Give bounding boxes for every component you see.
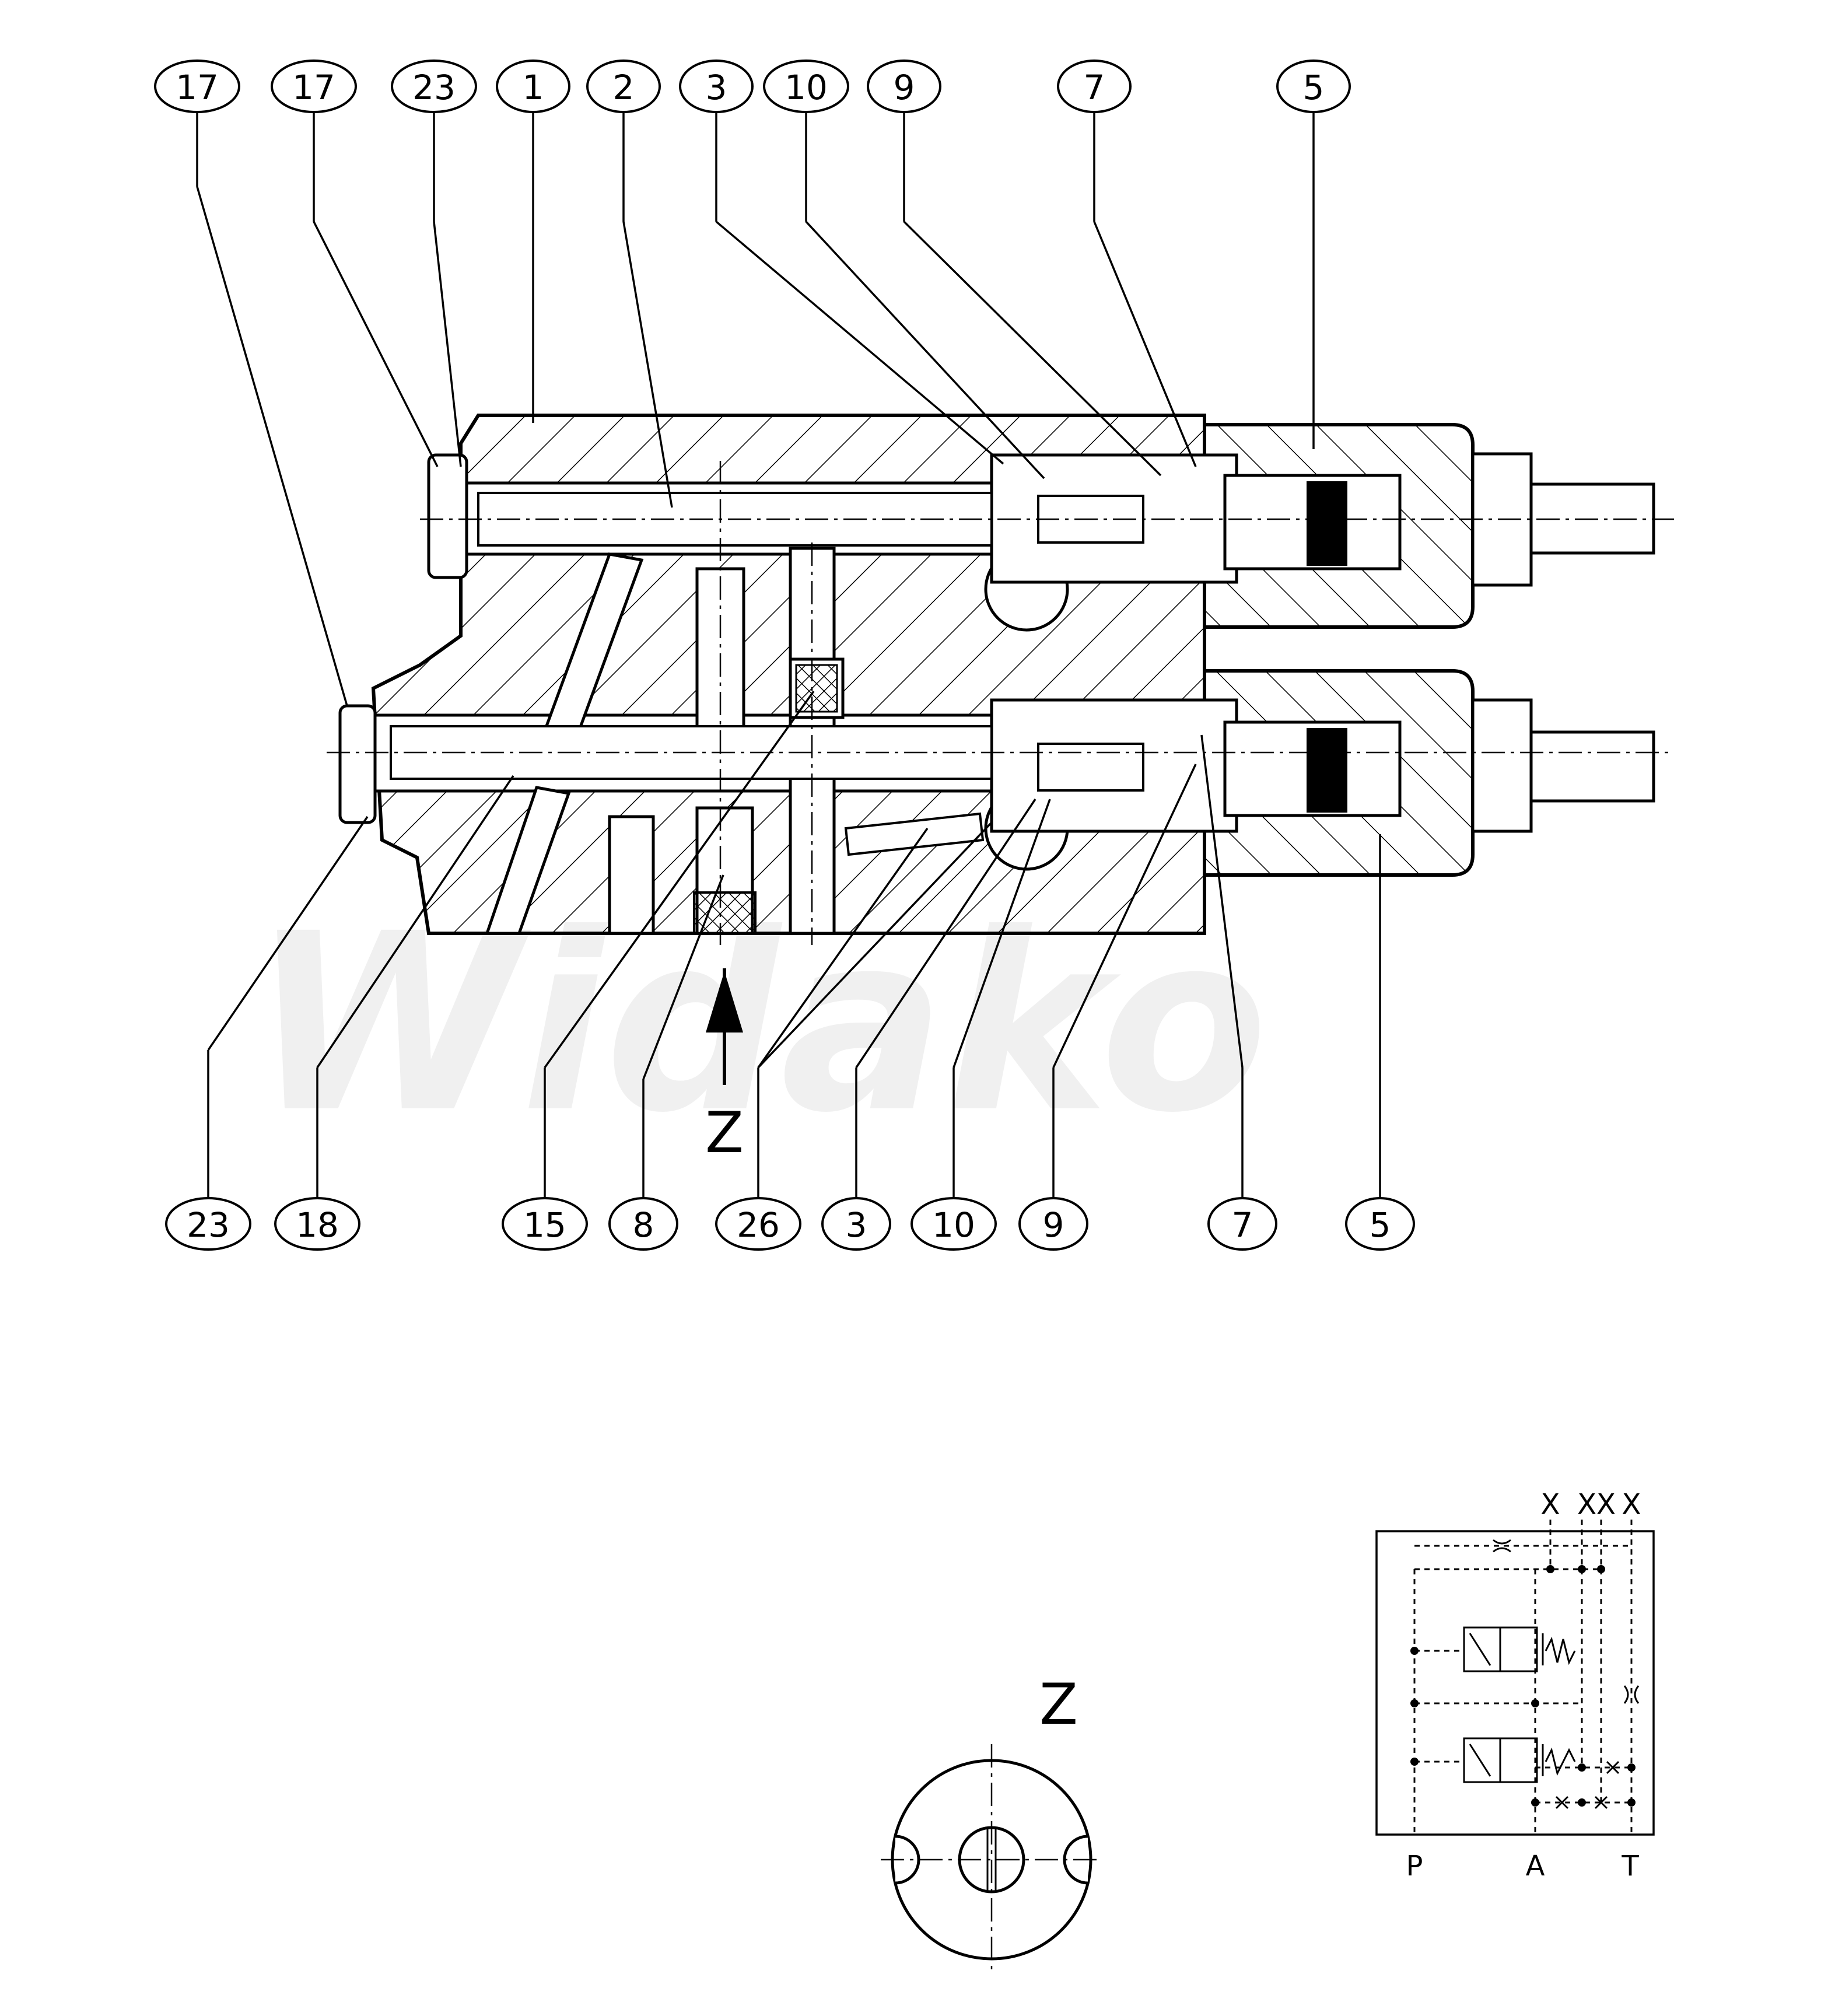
callout-top-5: 2 — [613, 68, 635, 107]
callout-bottom-8: 9 — [1043, 1205, 1064, 1245]
callout-top-8: 9 — [894, 68, 915, 107]
callout-top-1: 17 — [176, 68, 219, 107]
upper-cartridge — [990, 423, 1655, 629]
view-z-title: Z — [1039, 1672, 1078, 1737]
view-marker-label: Z — [705, 1100, 744, 1166]
port-p: P — [1406, 1850, 1423, 1882]
lower-cartridge — [990, 669, 1655, 877]
callout-bottom-5: 26 — [737, 1205, 780, 1245]
callout-bottom-9: 7 — [1232, 1205, 1253, 1245]
port-a: A — [1526, 1850, 1545, 1882]
callout-top-7: 10 — [785, 68, 828, 107]
callout-top-2: 17 — [292, 68, 335, 107]
callout-bottom-10: 5 — [1370, 1205, 1391, 1245]
callouts-bottom: 23 18 15 8 26 3 10 9 7 5 — [165, 1197, 1415, 1251]
leader-lines-bottom — [207, 690, 1381, 1198]
callout-bottom-4: 8 — [633, 1205, 654, 1245]
callout-top-3: 23 — [412, 68, 456, 107]
upper-plug — [427, 453, 468, 579]
callout-bottom-6: 3 — [846, 1205, 867, 1245]
view-z: Z — [881, 1672, 1102, 1975]
schematic-label-x1: X — [1541, 1488, 1560, 1521]
callouts-top: 17 17 23 1 2 3 10 9 7 5 — [154, 60, 1351, 113]
callout-top-10: 5 — [1303, 68, 1325, 107]
schematic-label-x2: X — [1622, 1488, 1641, 1521]
callout-bottom-2: 18 — [296, 1205, 339, 1245]
callout-top-6: 3 — [706, 68, 727, 107]
hydraulic-schematic: X XX X P A T — [1375, 1488, 1655, 1882]
callout-bottom-7: 10 — [932, 1205, 975, 1245]
callout-top-4: 1 — [523, 68, 544, 107]
port-t: T — [1621, 1850, 1639, 1882]
callout-bottom-3: 15 — [523, 1205, 566, 1245]
callout-bottom-1: 23 — [187, 1205, 230, 1245]
view-arrow-z: Z — [705, 968, 744, 1166]
lower-plug — [338, 704, 377, 824]
schematic-label-xx: XX — [1577, 1488, 1616, 1521]
leader-lines-top — [196, 112, 1315, 706]
callout-top-9: 7 — [1084, 68, 1105, 107]
